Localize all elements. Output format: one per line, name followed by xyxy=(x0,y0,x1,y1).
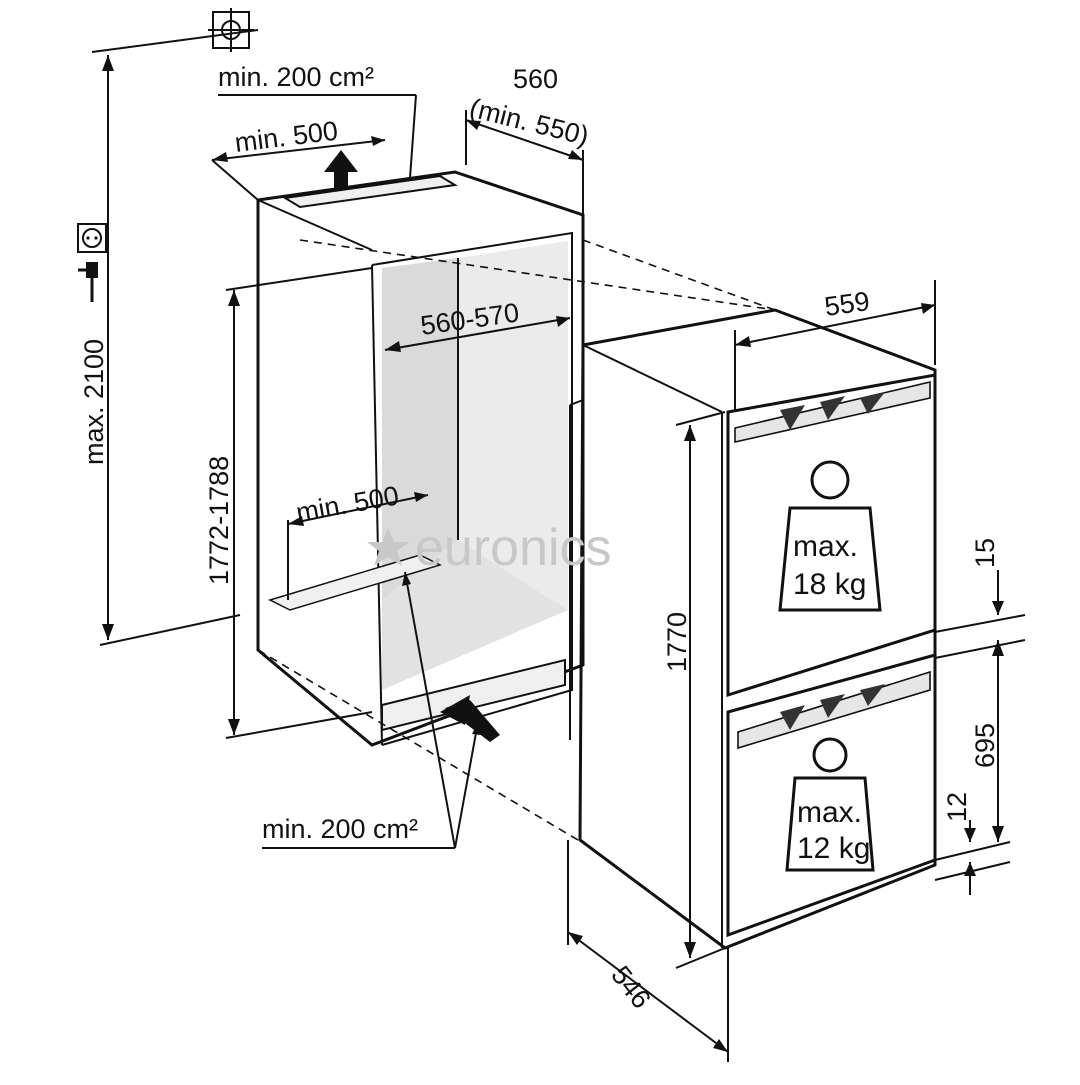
max-height-extension-bottom xyxy=(99,614,241,646)
niche-depth-value: 560 xyxy=(513,64,558,94)
niche-height-dimension: 1772-1788 xyxy=(204,267,373,739)
power-plug-icon xyxy=(78,262,98,302)
top-depth-label: min. 500 xyxy=(233,116,339,158)
freezer-door-label: 695 xyxy=(970,723,1000,768)
upper-load-line2: 18 kg xyxy=(793,568,866,601)
max-height-label: max. 2100 xyxy=(79,339,109,465)
bottom-vent-callout: min. 200 cm² xyxy=(262,571,481,849)
appliance-body xyxy=(569,308,937,950)
weight-icon: max. 12 kg xyxy=(785,737,875,872)
max-height-dimension: max. 2100 xyxy=(79,55,114,640)
appliance-width-label: 559 xyxy=(823,286,872,322)
top-vent-label: min. 200 cm² xyxy=(218,62,374,92)
star-logo-icon xyxy=(367,528,409,566)
door-gap-dimensions: 15 695 12 xyxy=(934,538,1026,895)
gap-top-label: 15 xyxy=(970,538,1000,568)
bottom-airflow-arrow xyxy=(440,695,500,742)
appliance-depth-label: 546 xyxy=(605,960,656,1014)
lower-load-line2: 12 kg xyxy=(797,832,870,865)
weight-icon: max. 18 kg xyxy=(778,460,882,612)
niche-depth-dimension: 560 (min. 550) xyxy=(465,64,592,215)
niche-height-label: 1772-1788 xyxy=(204,456,234,585)
lower-load-line1: max. xyxy=(797,796,862,829)
watermark: euronics xyxy=(367,519,612,577)
watermark-text: euronics xyxy=(415,519,612,577)
bottom-vent-label: min. 200 cm² xyxy=(262,814,418,844)
power-socket-icon xyxy=(77,223,107,253)
upper-load-line1: max. xyxy=(793,530,858,563)
max-height-extension-top xyxy=(91,29,259,53)
appliance-depth-dimension: 546 xyxy=(567,840,729,1062)
appliance-width-dimension: 559 xyxy=(734,280,936,410)
gap-bottom-label: 12 xyxy=(942,792,972,822)
appliance-height-dimension: 1770 xyxy=(662,411,726,969)
top-airflow-arrow xyxy=(324,150,358,188)
appliance-height-label: 1770 xyxy=(662,612,692,672)
ventilation-grille-icon xyxy=(208,8,254,52)
